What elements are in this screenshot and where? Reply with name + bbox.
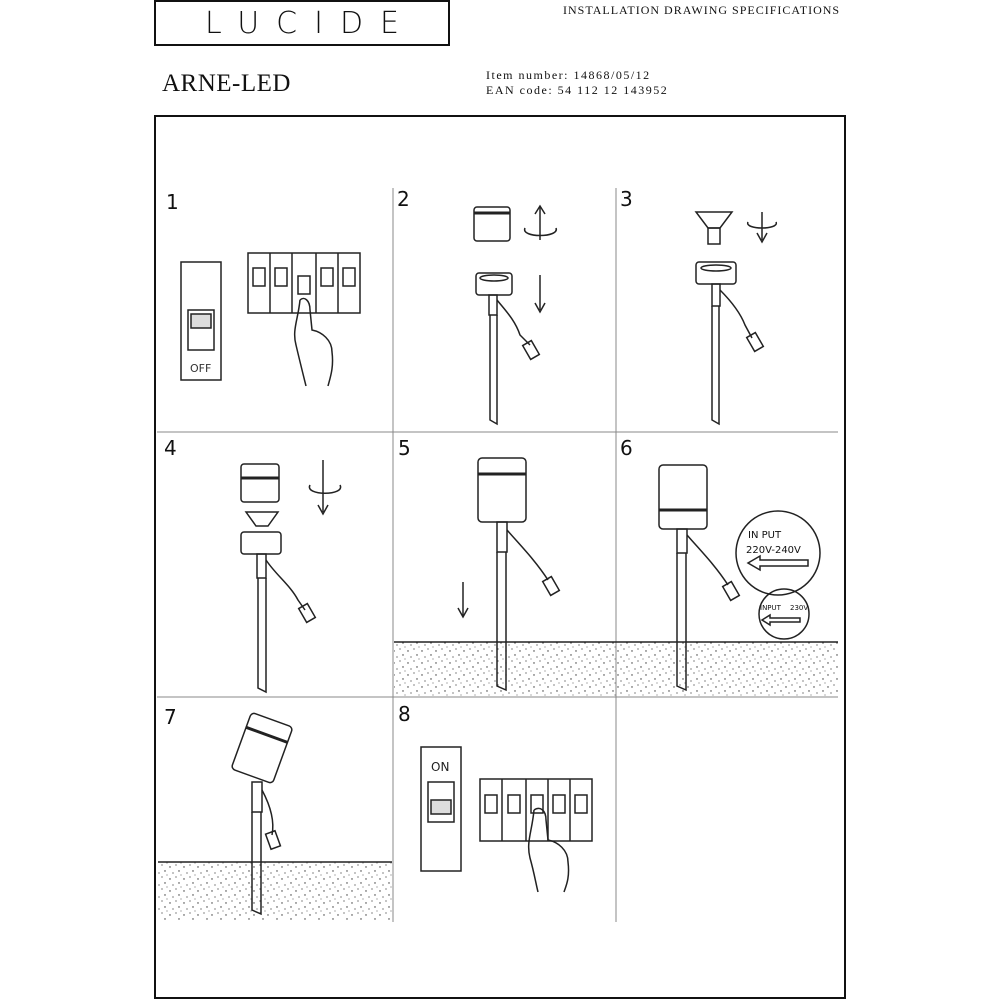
switch-off-label: OFF <box>190 362 211 375</box>
step-number-2: 2 <box>397 187 410 211</box>
step-number-1: 1 <box>166 190 179 214</box>
switch-on-label: ON <box>431 760 449 774</box>
fuse-box <box>479 778 593 842</box>
power-cable <box>719 289 753 339</box>
lamp-cover <box>240 463 280 503</box>
arrow-left-icon <box>760 613 801 627</box>
rotate-icon <box>524 227 557 237</box>
step-number-4: 4 <box>164 436 177 460</box>
wall-switch-off <box>180 261 222 381</box>
panel-grid-lines <box>157 188 838 922</box>
power-cable <box>686 534 729 586</box>
hand-pointing-icon <box>293 297 334 387</box>
assembled-lamp <box>658 464 708 530</box>
plug-icon <box>521 339 541 361</box>
power-cable <box>506 529 549 581</box>
item-number: Item number: 14868/05/12 <box>486 68 651 82</box>
panel-3-remove-bulb <box>694 211 777 426</box>
input-small-voltage: 230V <box>790 604 808 612</box>
plug-icon <box>541 575 561 597</box>
instructions-frame <box>154 115 846 999</box>
panel-8-power-on: ON <box>420 746 593 893</box>
brand-logo: LUCIDE <box>154 0 450 46</box>
hand-pointing-icon <box>527 807 570 893</box>
brand-logo-text: LUCIDE <box>204 6 417 41</box>
lamp-cover <box>473 206 511 242</box>
power-cable <box>496 299 531 346</box>
panel-6-connect-power: IN PUT 220V-240V INPUT 230V <box>658 464 821 692</box>
power-cable <box>265 559 306 611</box>
led-bulb <box>244 511 280 527</box>
input-voltage-range: 220V-240V <box>746 545 801 556</box>
step-number-7: 7 <box>164 705 177 729</box>
plug-icon <box>745 331 765 353</box>
panel-2-remove-cover <box>473 204 557 426</box>
rotate-icon <box>747 221 777 229</box>
item-info: Item number: 14868/05/12 EAN code: 54 11… <box>486 68 668 98</box>
ground-spike <box>251 812 262 916</box>
lamp-head <box>240 531 282 555</box>
tilted-lamp <box>231 712 293 784</box>
step-number-5: 5 <box>398 436 411 460</box>
led-bulb <box>694 211 734 229</box>
document-title: INSTALLATION DRAWING SPECIFICATIONS <box>563 3 841 17</box>
ean-code: EAN code: 54 112 12 143952 <box>486 83 669 97</box>
step-number-8: 8 <box>398 702 411 726</box>
plug-icon <box>297 602 317 624</box>
input-label: IN PUT <box>748 530 782 541</box>
input-small-label: INPUT <box>760 604 782 612</box>
ground-spike <box>489 315 498 426</box>
product-name: ARNE-LED <box>162 70 291 97</box>
panel-4-insert-bulb <box>240 460 342 694</box>
input-voltage-badge <box>735 510 821 596</box>
panel-5-insert-in-ground <box>394 457 838 696</box>
power-cable <box>261 789 274 836</box>
rotate-icon <box>308 484 342 494</box>
step-number-3: 3 <box>620 187 633 211</box>
assembled-lamp <box>477 457 527 523</box>
panel-1-power-off: OFF <box>180 252 361 387</box>
arrow-left-icon <box>746 554 809 572</box>
plug-icon <box>721 580 741 602</box>
wall-switch-on <box>420 746 462 872</box>
ground-spike <box>496 552 507 692</box>
fuse-box <box>247 252 361 314</box>
ground-soil <box>158 862 392 920</box>
panel-7-adjust-angle <box>158 712 392 920</box>
ground-spike <box>257 578 267 694</box>
step-number-6: 6 <box>620 436 633 460</box>
ground-spike <box>711 306 720 426</box>
input-voltage-badge-small <box>758 588 810 640</box>
plug-icon <box>264 829 282 851</box>
ground-soil <box>394 642 838 696</box>
ground-spike <box>676 553 687 692</box>
